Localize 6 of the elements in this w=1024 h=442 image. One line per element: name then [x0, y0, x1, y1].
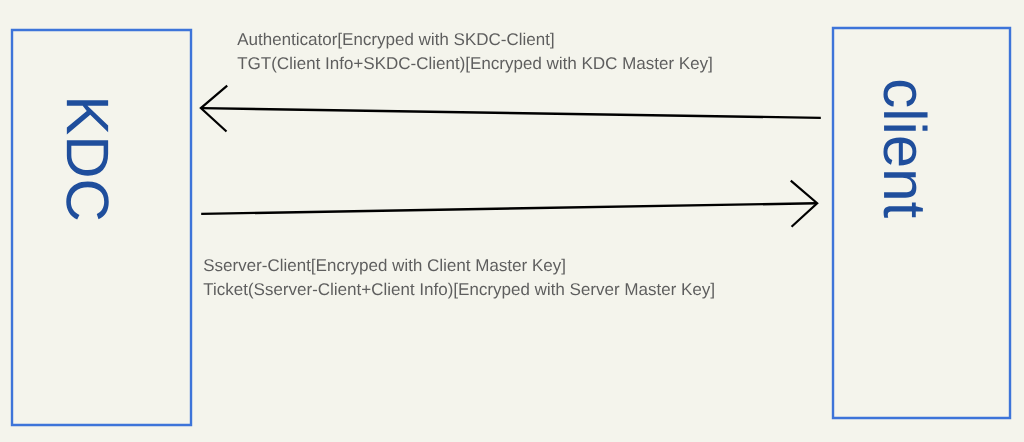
arrow — [201, 179, 819, 228]
entity-box: KDC — [10, 28, 193, 427]
arrow — [199, 84, 821, 133]
message-text: TGT(Client Info+SKDC-Client)[Encryped with KDC Master Key] — [237, 56, 712, 73]
message-text: Authenticator[Encryped with SKDC-Client] — [237, 32, 554, 49]
entity-box: client — [831, 26, 1012, 420]
